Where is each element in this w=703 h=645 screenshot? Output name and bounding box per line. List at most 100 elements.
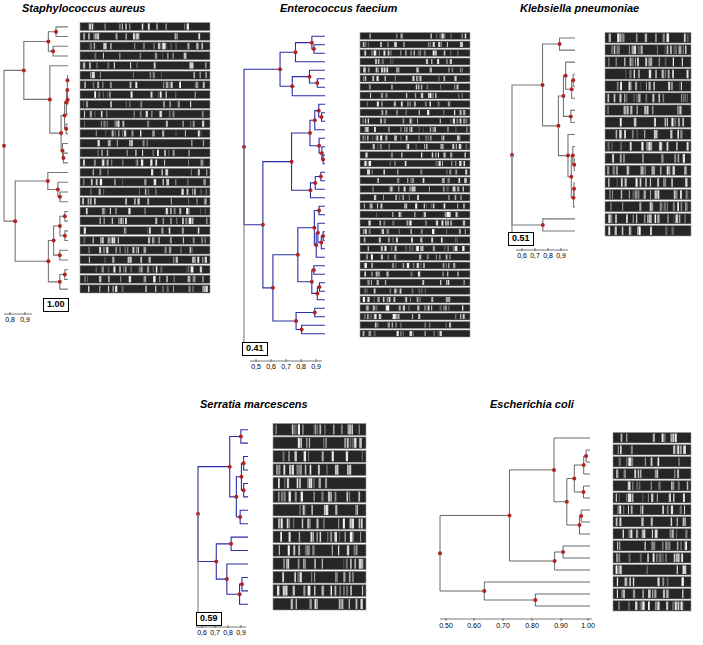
gel-band bbox=[465, 34, 467, 39]
gel-band bbox=[332, 545, 333, 555]
gel-band bbox=[662, 70, 664, 79]
gel-band bbox=[294, 572, 296, 582]
gel-band bbox=[625, 178, 626, 187]
gel-band bbox=[163, 179, 164, 185]
gel-strip bbox=[273, 571, 366, 583]
gel-band bbox=[675, 46, 676, 55]
gel-band bbox=[335, 465, 336, 475]
gel-band bbox=[421, 229, 423, 234]
gel-band bbox=[633, 214, 634, 223]
gel-band bbox=[101, 150, 102, 156]
gel-band bbox=[292, 465, 294, 475]
node-dot bbox=[63, 273, 67, 277]
gel-band bbox=[677, 518, 678, 527]
gel-band bbox=[84, 228, 85, 234]
gel-band bbox=[447, 212, 449, 217]
gel-band bbox=[198, 130, 200, 136]
gel-band bbox=[170, 218, 172, 224]
gel-band bbox=[621, 190, 622, 199]
gel-band bbox=[104, 24, 105, 30]
gel-band bbox=[637, 58, 639, 67]
gel-band bbox=[370, 204, 372, 209]
gel-band bbox=[380, 136, 382, 141]
dendrogram-branch bbox=[309, 70, 325, 76]
gel-band bbox=[686, 190, 687, 199]
gel-band bbox=[410, 331, 412, 336]
gel-band bbox=[627, 482, 629, 491]
gel-band bbox=[665, 118, 666, 127]
gel-band bbox=[278, 465, 280, 475]
gel-band bbox=[103, 160, 105, 166]
gel-band bbox=[331, 492, 332, 502]
gel-band bbox=[438, 102, 440, 107]
gel-band bbox=[420, 76, 422, 81]
gel-band bbox=[631, 494, 633, 503]
gel-band bbox=[358, 492, 360, 502]
gel-band bbox=[347, 492, 348, 502]
gel-strip bbox=[80, 23, 210, 31]
gel-band bbox=[383, 297, 385, 302]
gel-band bbox=[648, 214, 650, 223]
gel-band bbox=[616, 470, 618, 479]
gel-band bbox=[381, 314, 382, 319]
gel-strip bbox=[80, 110, 210, 118]
gel-band bbox=[282, 572, 284, 582]
gel-band bbox=[131, 266, 132, 272]
gel-band bbox=[350, 425, 351, 435]
gel-band bbox=[447, 221, 449, 226]
gel-band bbox=[283, 492, 285, 502]
gel-band bbox=[176, 33, 178, 39]
gel-band bbox=[677, 542, 679, 551]
gel-band bbox=[664, 202, 666, 211]
gel-band bbox=[90, 111, 92, 117]
gel-band bbox=[418, 314, 420, 319]
gel-band bbox=[460, 195, 462, 200]
gel-band bbox=[411, 331, 412, 336]
gel-band bbox=[663, 178, 664, 187]
gel-band bbox=[633, 58, 634, 67]
gel-band bbox=[464, 178, 465, 183]
gel-band bbox=[188, 276, 189, 282]
gel-band bbox=[394, 136, 395, 141]
gel-band bbox=[648, 494, 649, 503]
gel-band bbox=[621, 178, 623, 187]
gel-band bbox=[314, 586, 315, 596]
gel-band bbox=[388, 229, 390, 234]
gel-band bbox=[668, 82, 670, 91]
gel-band bbox=[629, 226, 631, 235]
gel-strip bbox=[80, 61, 210, 69]
gel-band bbox=[685, 46, 686, 55]
gel-band bbox=[632, 482, 633, 491]
gel-band bbox=[455, 238, 456, 243]
gel-band bbox=[425, 102, 427, 107]
gel-band bbox=[101, 121, 102, 127]
gel-band bbox=[331, 451, 333, 461]
gel-band bbox=[672, 166, 673, 175]
gel-band bbox=[381, 229, 383, 234]
gel-band bbox=[443, 136, 444, 141]
gel-band bbox=[97, 150, 99, 156]
gel-band bbox=[383, 221, 385, 226]
gel-band bbox=[113, 266, 115, 272]
gel-band bbox=[300, 465, 302, 475]
gel-band bbox=[140, 101, 142, 107]
gel-band bbox=[185, 130, 186, 136]
gel-strip bbox=[360, 58, 470, 65]
gel-band bbox=[684, 518, 686, 527]
gel-band bbox=[193, 286, 194, 292]
gel-band bbox=[186, 266, 187, 272]
gel-band bbox=[444, 204, 446, 209]
gel-band bbox=[684, 446, 686, 455]
gel-band bbox=[634, 118, 636, 127]
gel-band bbox=[419, 85, 420, 90]
gel-band bbox=[155, 286, 156, 292]
gel-band bbox=[459, 144, 461, 149]
gel-band bbox=[627, 106, 629, 115]
gel-band bbox=[672, 530, 674, 539]
gel-band bbox=[153, 72, 155, 78]
gel-band bbox=[677, 106, 679, 115]
gel-band bbox=[98, 82, 99, 88]
gel-band bbox=[141, 160, 142, 166]
gel-band bbox=[398, 187, 399, 192]
